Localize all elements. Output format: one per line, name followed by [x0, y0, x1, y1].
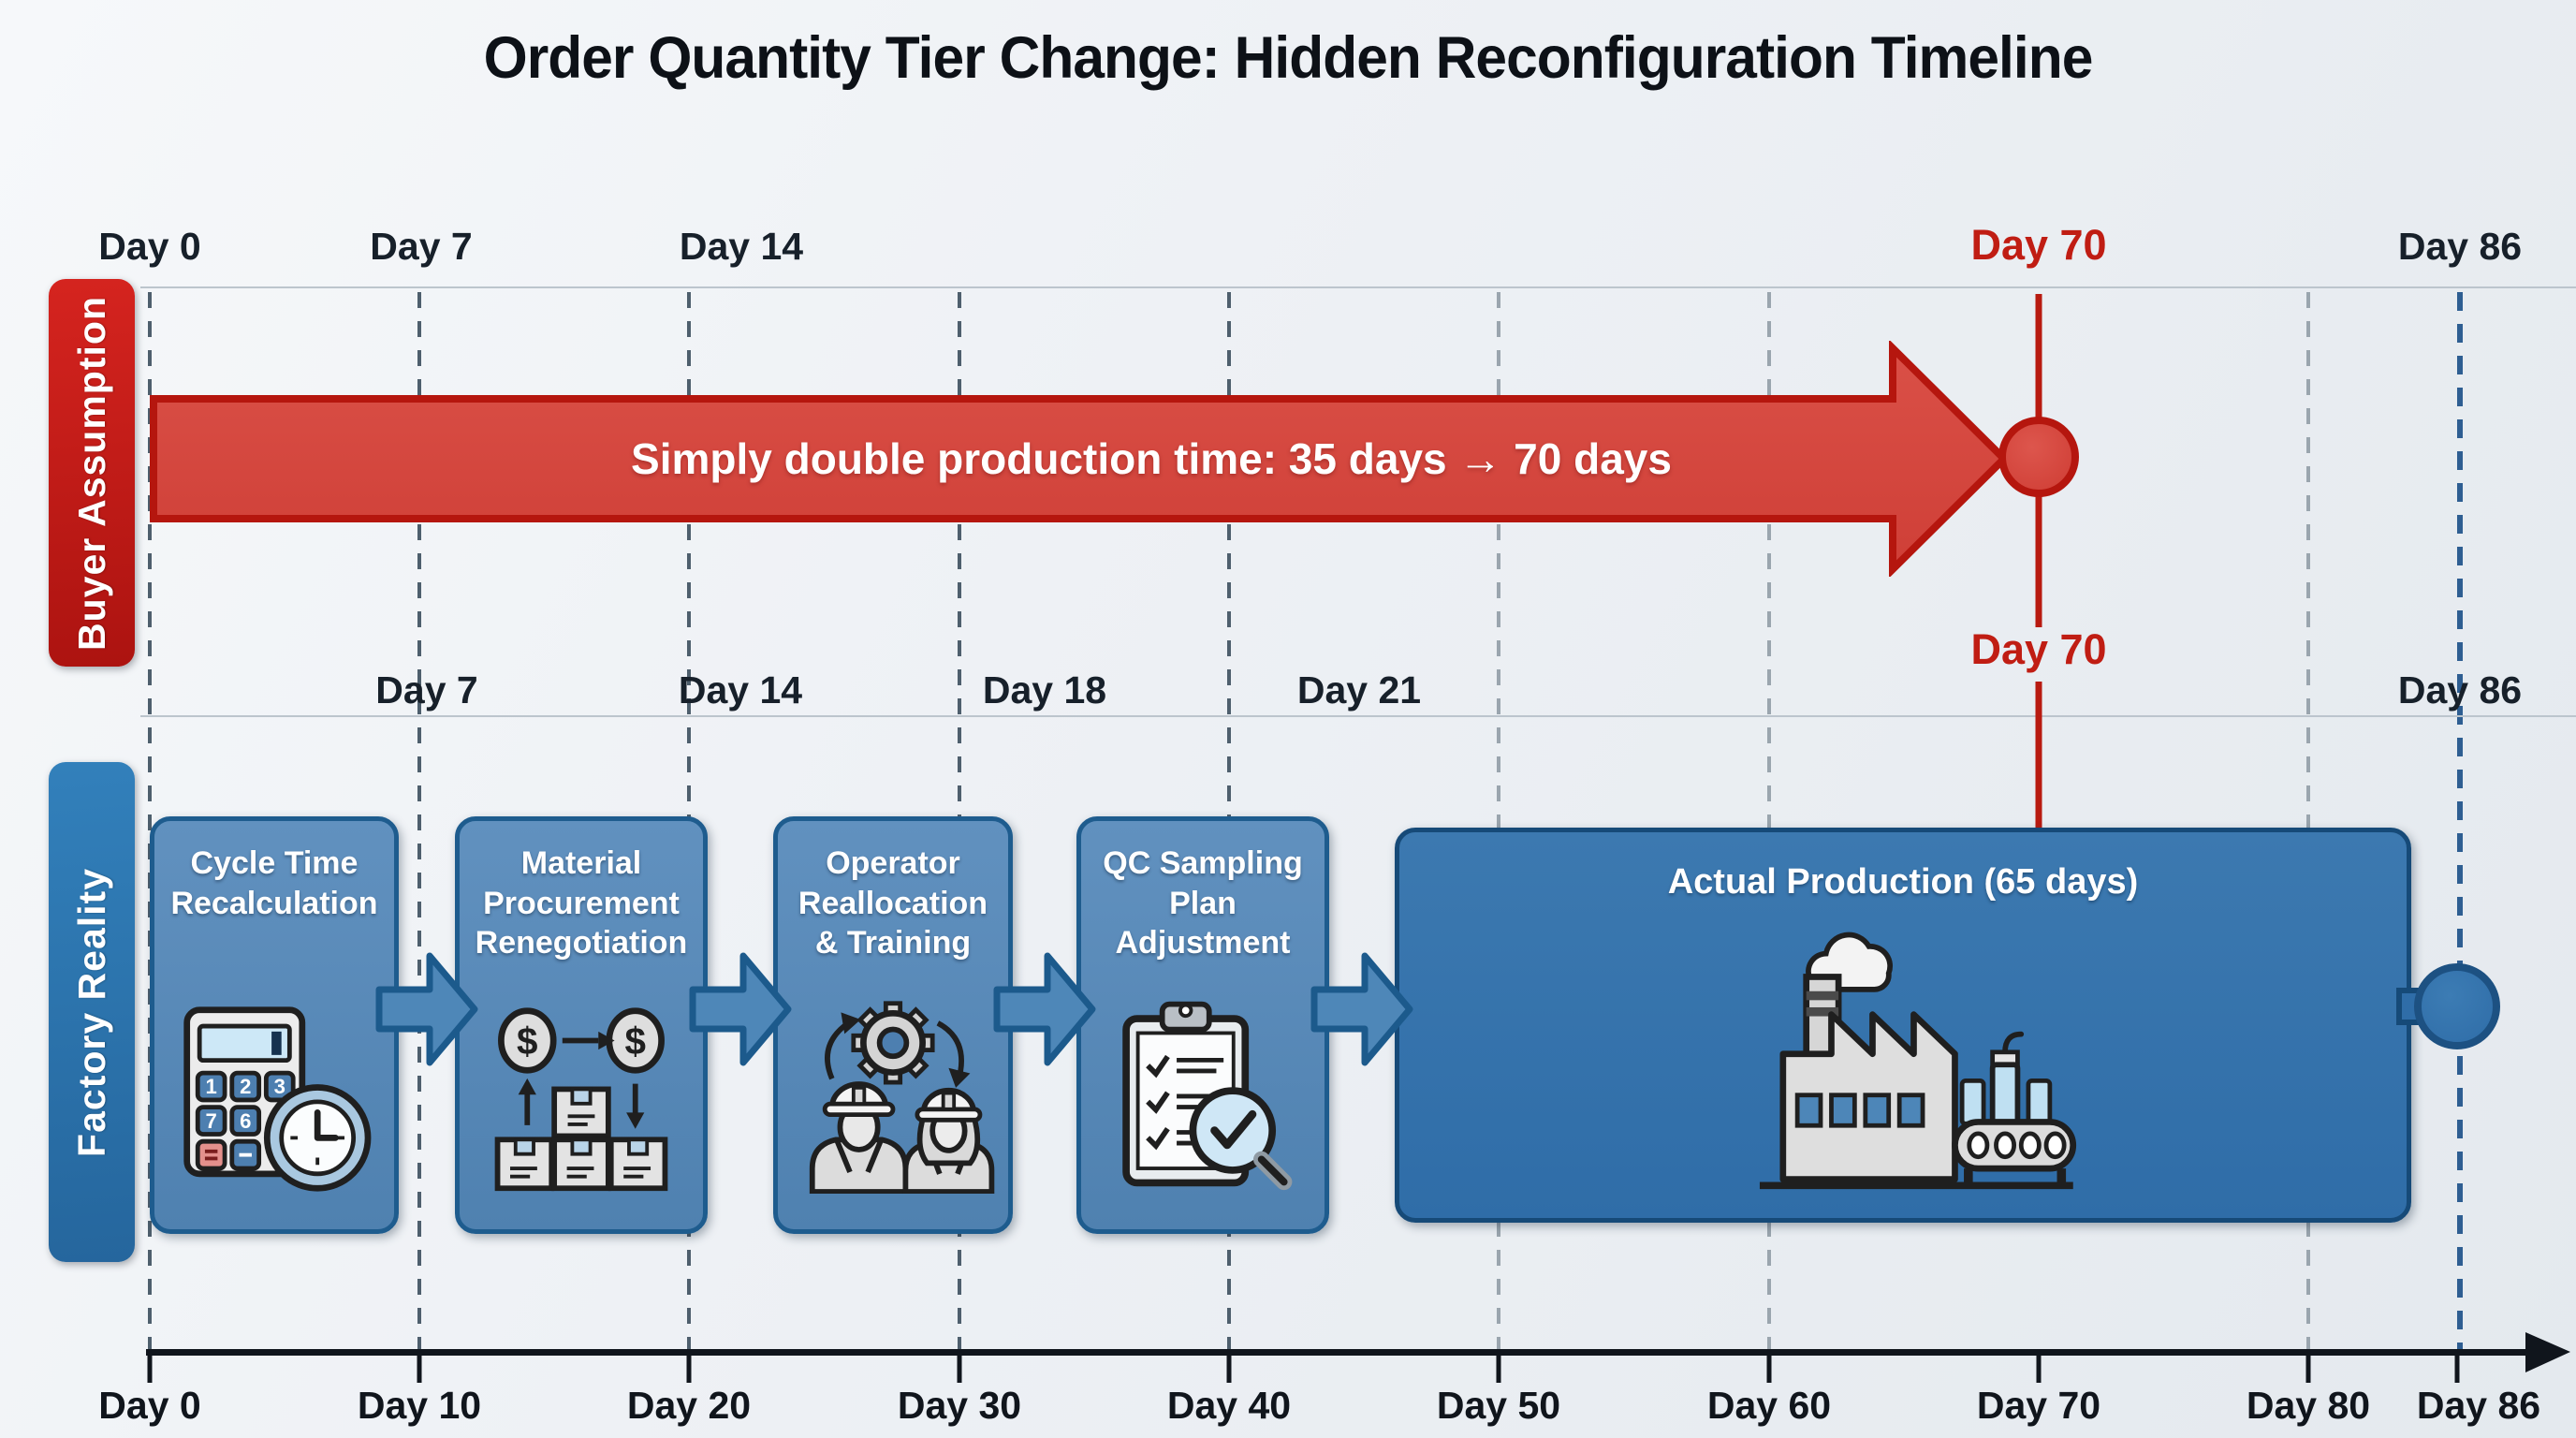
- mid-timeline-rule: [140, 715, 2576, 717]
- factory-reality-label: Factory Reality: [69, 867, 113, 1157]
- svg-text:$: $: [517, 1020, 537, 1063]
- svg-text:2: 2: [240, 1075, 251, 1098]
- top-milestone-day0: Day 0: [98, 225, 201, 268]
- phase-title: QC Sampling Plan Adjustment: [1103, 845, 1303, 961]
- clipboard-checklist-magnifier-icon: [1122, 1001, 1293, 1191]
- phase-title: Material Procurement Renegotiation: [475, 845, 688, 961]
- svg-text:6: 6: [240, 1109, 251, 1133]
- phase-arrow-icon: [993, 952, 1096, 1066]
- axis-tick: [957, 1349, 962, 1383]
- phase-title: Operator Reallocation & Training: [798, 845, 988, 961]
- axis-tick: [147, 1349, 153, 1383]
- phase-box-qc-sampling: QC Sampling Plan Adjustment: [1076, 816, 1329, 1234]
- gridline-day10: [417, 292, 421, 1350]
- axis-tick: [1766, 1349, 1772, 1383]
- axis-label-day10: Day 10: [357, 1384, 482, 1427]
- mid-milestone-day70: Day 70: [1970, 625, 2107, 673]
- axis-label-day80: Day 80: [2246, 1384, 2371, 1427]
- bottom-axis-line: [146, 1349, 2531, 1356]
- top-milestone-day14: Day 14: [679, 225, 804, 268]
- workers-gear-icon: [809, 1001, 995, 1194]
- currency-exchange-boxes-icon: $$: [494, 1007, 668, 1192]
- phase-box-operator-training: Operator Reallocation & Training: [773, 816, 1013, 1234]
- svg-text:$: $: [624, 1020, 645, 1063]
- mid-milestone-day86: Day 86: [2397, 668, 2523, 712]
- axis-label-day0: Day 0: [98, 1384, 201, 1427]
- mid-milestone-day21: Day 21: [1296, 668, 1422, 712]
- mid-milestone-day7: Day 7: [375, 668, 478, 712]
- axis-arrowhead-icon: [2525, 1332, 2570, 1372]
- phase-arrow-icon: [1310, 952, 1413, 1066]
- gridline-day60: [1767, 292, 1771, 1350]
- day86-production-endpoint: [2414, 963, 2500, 1049]
- axis-tick: [2454, 1349, 2460, 1383]
- buyer-assumption-arrow: [150, 341, 2010, 577]
- axis-label-day60: Day 60: [1706, 1384, 1832, 1427]
- svg-text:7: 7: [206, 1109, 217, 1133]
- svg-text:3: 3: [274, 1075, 285, 1098]
- top-milestone-day86: Day 86: [2397, 225, 2523, 268]
- axis-tick: [2305, 1349, 2311, 1383]
- top-timeline-rule: [140, 286, 2576, 288]
- gridline-day50: [1497, 292, 1500, 1350]
- buyer-assumption-label: Buyer Assumption: [69, 295, 113, 651]
- axis-label-day20: Day 20: [626, 1384, 752, 1427]
- axis-label-day30: Day 30: [897, 1384, 1022, 1427]
- day70-marker-line-lower: [2035, 682, 2042, 828]
- axis-label-day70: Day 70: [1976, 1384, 2101, 1427]
- axis-tick: [417, 1349, 422, 1383]
- factory-conveyor-icon: [1759, 932, 2077, 1190]
- gridline-day80: [2306, 292, 2310, 1350]
- phase-title: Cycle Time Recalculation: [170, 845, 378, 921]
- mid-milestone-day18: Day 18: [982, 668, 1107, 712]
- buyer-assumption-arrow-text: Simply double production time: 35 days →…: [631, 434, 1672, 483]
- axis-label-day50: Day 50: [1436, 1384, 1561, 1427]
- top-milestone-day7: Day 7: [370, 225, 473, 268]
- day86-deadline-line: [2457, 292, 2463, 1350]
- phase-arrow-icon: [689, 952, 792, 1066]
- axis-label-day40: Day 40: [1166, 1384, 1292, 1427]
- page-title: Order Quantity Tier Change: Hidden Recon…: [483, 25, 2094, 91]
- gridline-day0: [148, 292, 152, 1350]
- phase-box-material-procurement: Material Procurement Renegotiation $$: [455, 816, 708, 1234]
- axis-tick: [2036, 1349, 2042, 1383]
- phase-arrow-icon: [375, 952, 478, 1066]
- buyer-assumption-tab: Buyer Assumption: [49, 279, 135, 667]
- phase-box-actual-production: Actual Production (65 days): [1395, 828, 2411, 1223]
- axis-label-day86: Day 86: [2416, 1384, 2541, 1427]
- svg-text:1: 1: [206, 1075, 217, 1098]
- phase-title: Actual Production (65 days): [1667, 862, 2139, 902]
- mid-milestone-day14: Day 14: [678, 668, 803, 712]
- top-milestone-day70: Day 70: [1970, 221, 2107, 269]
- axis-tick: [686, 1349, 692, 1383]
- factory-reality-tab: Factory Reality: [49, 762, 135, 1262]
- axis-tick: [1226, 1349, 1232, 1383]
- day70-assumption-endpoint: [1998, 417, 2079, 497]
- axis-tick: [1496, 1349, 1501, 1383]
